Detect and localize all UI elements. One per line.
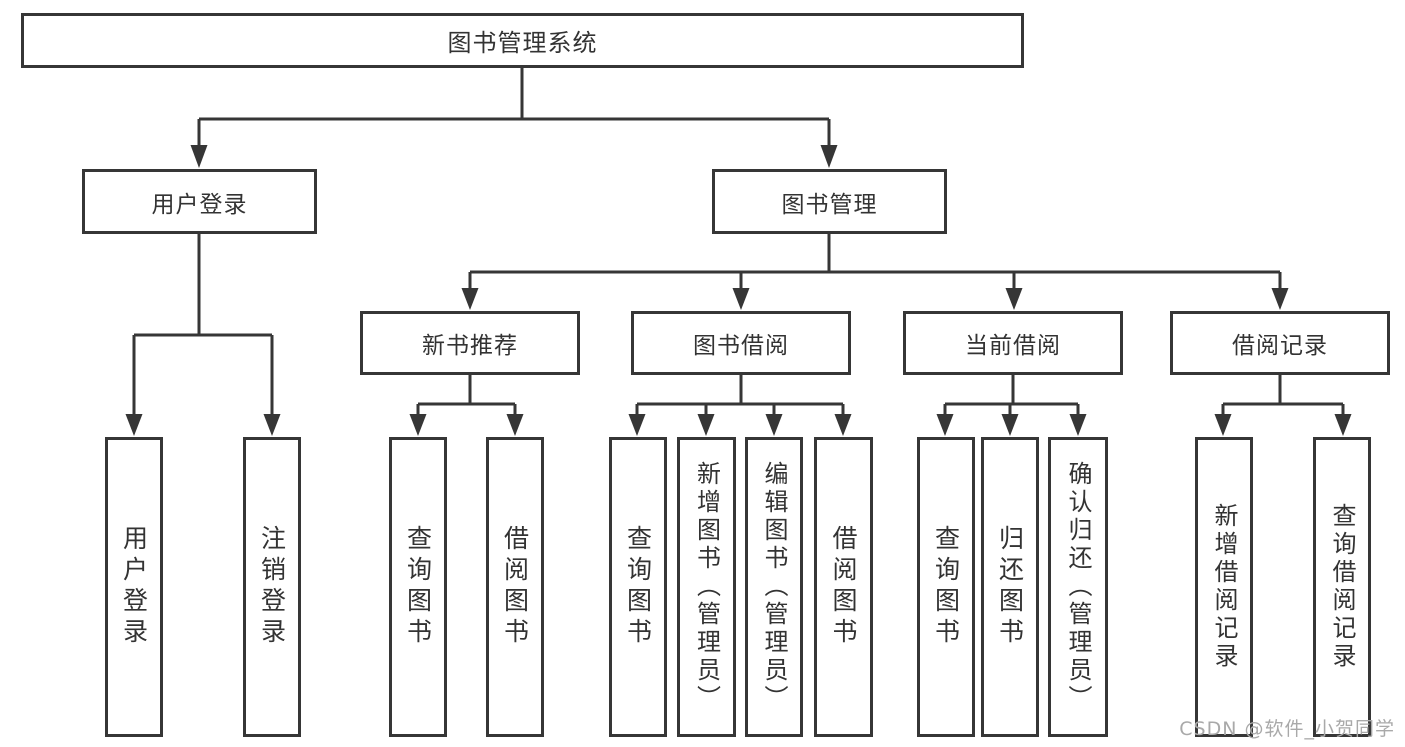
arrow-down-icon <box>409 414 427 436</box>
arrow-down-icon <box>936 414 954 436</box>
arrow-down-icon <box>628 414 646 436</box>
root-node-library-system: 图书管理系统 <box>21 13 1024 68</box>
leaf-query-books: 查询图书 <box>389 437 447 737</box>
leaf-add-books-admin: 新增图书（管理员） <box>677 437 736 737</box>
csdn-watermark: CSDN @软件_小贺同学 <box>1179 718 1395 740</box>
node-book-borrowing: 图书借阅 <box>631 311 851 375</box>
leaf-edit-books-admin: 编辑图书（管理员） <box>745 437 803 737</box>
node-new-book-recommend: 新书推荐 <box>360 311 580 375</box>
arrow-down-icon <box>125 414 143 436</box>
arrow-down-icon <box>1214 414 1232 436</box>
leaf-query-borrow-record: 查询借阅记录 <box>1313 437 1371 737</box>
arrow-down-icon <box>263 414 281 436</box>
leaf-add-borrow-record: 新增借阅记录 <box>1195 437 1253 737</box>
arrow-down-icon <box>697 414 715 436</box>
leaf-confirm-return-admin: 确认归还（管理员） <box>1048 437 1108 737</box>
arrow-down-icon <box>461 288 479 310</box>
leaf-return-books: 归还图书 <box>981 437 1039 737</box>
arrow-down-icon <box>190 145 208 168</box>
arrow-down-icon <box>1271 288 1289 310</box>
leaf-borrow-books: 借阅图书 <box>486 437 544 737</box>
leaf-query-books: 查询图书 <box>917 437 975 737</box>
node-book-management: 图书管理 <box>712 169 947 234</box>
arrow-down-icon <box>1069 414 1087 436</box>
node-current-borrowing: 当前借阅 <box>903 311 1123 375</box>
arrow-down-icon <box>765 414 783 436</box>
node-user-login: 用户登录 <box>82 169 317 234</box>
node-borrowing-records: 借阅记录 <box>1170 311 1390 375</box>
arrow-down-icon <box>1001 414 1019 436</box>
leaf-query-books: 查询图书 <box>609 437 667 737</box>
arrow-down-icon <box>1334 414 1352 436</box>
leaf-borrow-books: 借阅图书 <box>814 437 873 737</box>
arrow-down-icon <box>506 414 524 436</box>
arrow-down-icon <box>1005 288 1023 310</box>
arrow-down-icon <box>820 145 838 168</box>
arrow-down-icon <box>732 288 750 310</box>
leaf-user-login: 用户登录 <box>105 437 163 737</box>
leaf-logout: 注销登录 <box>243 437 301 737</box>
arrow-down-icon <box>834 414 852 436</box>
